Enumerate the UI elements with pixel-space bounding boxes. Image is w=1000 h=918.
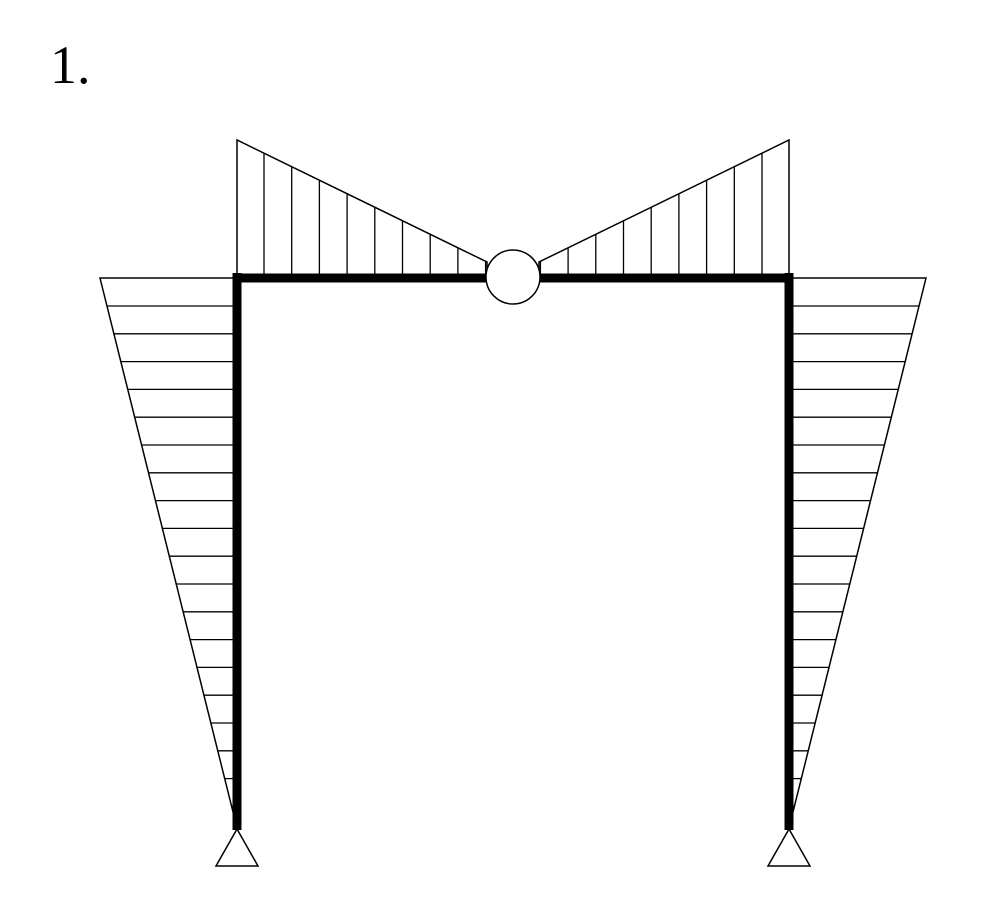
left-beam-hatch bbox=[263, 153, 487, 278]
center-hinge bbox=[485, 249, 541, 305]
right-column-hatch bbox=[789, 305, 920, 808]
right-column-moment-diagram bbox=[788, 277, 927, 829]
left-column-moment-diagram bbox=[99, 277, 238, 829]
right-pin-support bbox=[766, 827, 812, 867]
right-beam-hatch bbox=[539, 153, 763, 278]
right-column-moment-outline bbox=[788, 277, 927, 829]
frame bbox=[232, 273, 794, 830]
left-beam-moment-outline bbox=[236, 138, 488, 279]
left-pin-support bbox=[214, 827, 260, 867]
right-beam-moment-diagram bbox=[538, 138, 790, 279]
right-beam-moment-outline bbox=[538, 138, 790, 279]
left-beam-moment-diagram bbox=[236, 138, 488, 279]
left-column-moment-outline bbox=[99, 277, 238, 829]
figure-number: 1. bbox=[50, 35, 91, 95]
